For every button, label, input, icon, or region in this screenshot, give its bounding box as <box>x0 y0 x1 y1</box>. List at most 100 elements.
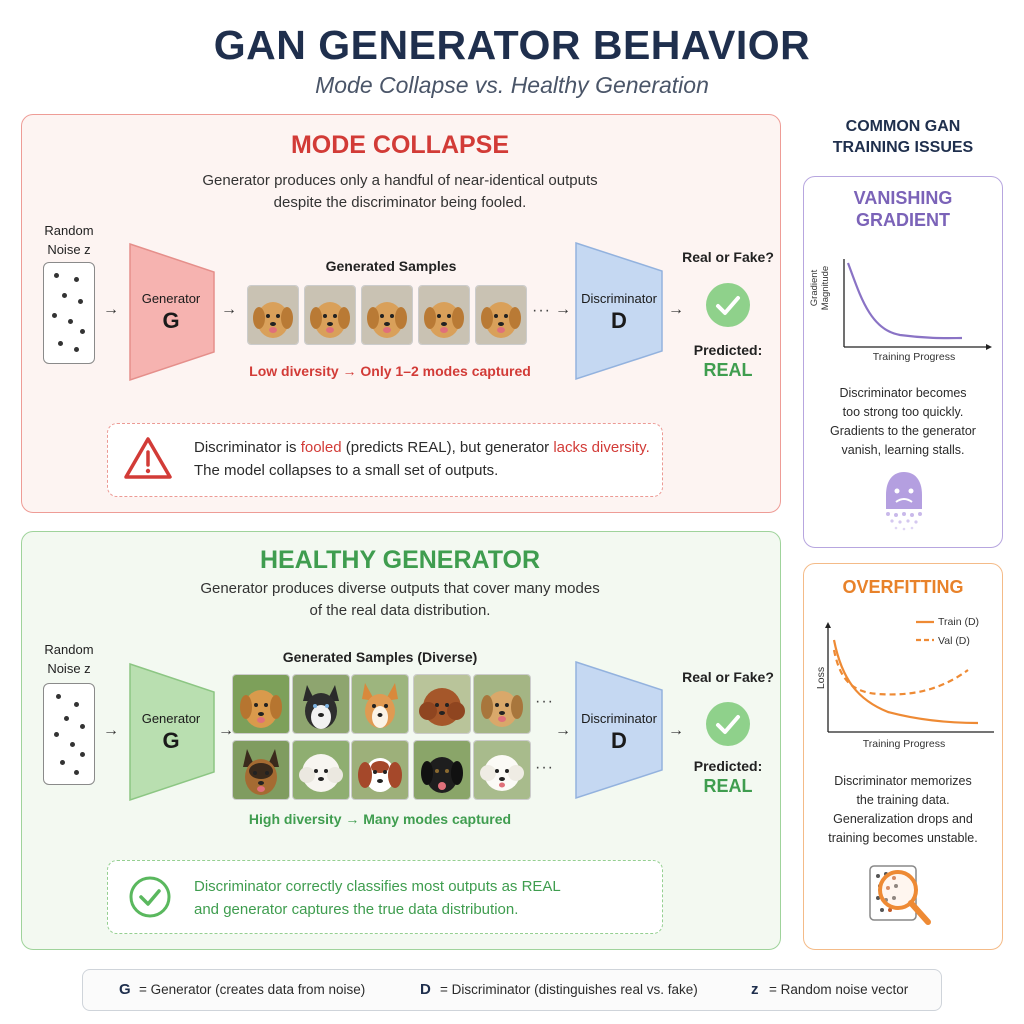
vanishing-desc-line: vanish, learning stalls. <box>841 443 965 457</box>
note-highlight-fooled: fooled <box>300 439 342 456</box>
legend-val: Val (D) <box>938 635 970 647</box>
more-samples-ellipsis: ··· <box>535 693 554 710</box>
mode-collapse-note: Discriminator is fooled (predicts REAL),… <box>107 423 663 497</box>
sample-image <box>292 674 350 734</box>
samples-title: Generated Samples (Diverse) <box>282 649 478 665</box>
sample-image <box>475 285 527 345</box>
note-part: (predicts REAL), but generator <box>341 439 554 456</box>
vanishing-xlabel: Training Progress <box>872 351 956 363</box>
legend-z-symbol: z <box>751 981 759 998</box>
vanishing-title: VANISHING GRADIENT <box>804 187 1002 231</box>
noise-label: Random <box>44 642 94 657</box>
overfitting-chart <box>825 622 994 733</box>
healthy-title: HEALTHY GENERATOR <box>259 546 541 574</box>
note-line-1: Discriminator correctly classifies most … <box>194 878 561 895</box>
noise-label: Random <box>44 223 94 238</box>
legend-g-text: = Generator (creates data from noise) <box>139 982 366 997</box>
warning-icon <box>124 437 172 479</box>
legend-bar: G = Generator (creates data from noise) … <box>82 969 942 1011</box>
real-or-fake-label: Real or Fake? <box>682 249 774 265</box>
real-or-fake-label: Real or Fake? <box>682 669 774 685</box>
vanishing-desc-line: Discriminator becomes <box>839 386 967 400</box>
overfitting-desc-line: Discriminator memorizes <box>834 774 972 788</box>
legend-z-text: = Random noise vector <box>769 982 909 997</box>
discriminator-label: Discriminator <box>581 291 657 306</box>
sample-image <box>351 740 409 800</box>
note-part: Discriminator is <box>194 439 301 456</box>
generator-letter: G <box>162 728 180 753</box>
more-samples-ellipsis: ··· <box>532 302 551 319</box>
sidebar-title-line-2: TRAINING ISSUES <box>832 139 974 156</box>
noise-label-z: Noise z <box>47 242 91 257</box>
noise-vector-box <box>43 262 95 364</box>
arrow-generator-to-samples: → <box>218 722 234 739</box>
healthy-note-text: Discriminator correctly classifies most … <box>194 875 654 921</box>
predicted-label: Predicted: <box>693 342 763 358</box>
legend-d-symbol: D <box>420 981 431 998</box>
page-title: GAN GENERATOR BEHAVIOR <box>213 22 811 68</box>
note-line-2: The model collapses to a small set of ou… <box>194 462 499 479</box>
discriminator-letter: D <box>611 728 627 753</box>
vanishing-desc-line: too strong too quickly. <box>842 405 964 419</box>
check-icon <box>706 283 750 327</box>
overfitting-desc: Discriminator memorizes the training dat… <box>804 772 1002 848</box>
predicted-value: REAL <box>703 776 753 796</box>
overfitting-desc-line: training becomes unstable. <box>828 831 978 845</box>
arrow-discriminator-to-output: → <box>668 722 684 739</box>
healthy-desc-2: of the real data distribution. <box>309 602 491 619</box>
sample-image <box>351 674 409 734</box>
arrow-noise-to-generator: → <box>103 301 119 318</box>
note-line-2: and generator captures the true data dis… <box>194 901 519 918</box>
vanishing-title-line-1: VANISHING <box>853 188 953 208</box>
healthy-note: Discriminator correctly classifies most … <box>107 860 663 934</box>
noise-vector-box <box>43 683 95 785</box>
check-circle-icon <box>129 876 171 918</box>
generator-shape <box>129 242 215 382</box>
discriminator-letter: D <box>611 308 627 333</box>
overfitting-xlabel: Training Progress <box>862 738 946 750</box>
arrow-samples-to-discriminator: → <box>555 301 571 318</box>
overfitting-desc-line: the training data. <box>856 793 950 807</box>
sample-image <box>292 740 350 800</box>
generator-label: Generator <box>141 291 201 306</box>
legend-train: Train (D) <box>938 616 980 628</box>
sample-image <box>413 740 471 800</box>
legend-d-text: = Discriminator (distinguishes real vs. … <box>440 982 698 997</box>
discriminator-label: Discriminator <box>581 711 657 726</box>
discriminator-shape <box>575 660 663 800</box>
sample-image <box>473 674 531 734</box>
sidebar-title: COMMON GAN TRAINING ISSUES <box>803 116 1003 158</box>
discriminator-shape <box>575 241 663 381</box>
sample-image <box>418 285 470 345</box>
diversity-note: High diversity → Many modes captured <box>248 811 512 827</box>
page-subtitle: Mode Collapse vs. Healthy Generation <box>315 72 709 98</box>
legend-g-symbol: G <box>119 981 131 998</box>
noise-label-z: Noise z <box>47 661 91 676</box>
sample-image <box>232 674 290 734</box>
generator-shape <box>129 662 215 802</box>
vanishing-gradient-chart <box>843 259 992 350</box>
check-icon <box>706 702 750 746</box>
mode-collapse-title: MODE COLLAPSE <box>290 131 510 159</box>
predicted-value: REAL <box>703 360 753 380</box>
mode-collapse-note-text: Discriminator is fooled (predicts REAL),… <box>194 436 654 482</box>
vanishing-gradient-card: VANISHING GRADIENT Gradient Magnitude Tr… <box>803 176 1003 548</box>
samples-title: Generated Samples <box>325 258 457 274</box>
mode-collapse-desc-2: despite the discriminator being fooled. <box>273 194 527 211</box>
mode-collapse-desc-1: Generator produces only a handful of nea… <box>202 172 598 189</box>
sample-image <box>473 740 531 800</box>
predicted-label: Predicted: <box>693 758 763 774</box>
sample-image <box>361 285 413 345</box>
vanishing-title-line-2: GRADIENT <box>856 210 950 230</box>
arrow-generator-to-samples: → <box>221 301 237 318</box>
arrow-noise-to-generator: → <box>103 722 119 739</box>
arrow-discriminator-to-output: → <box>668 301 684 318</box>
sample-image <box>413 674 471 734</box>
diversity-note: Low diversity → Only 1–2 modes captured <box>249 363 531 379</box>
arrow-samples-to-discriminator: → <box>555 722 571 739</box>
overfitting-card: OVERFITTING Train (D) Val (D) Loss Train… <box>803 563 1003 950</box>
sad-ghost-icon <box>886 472 922 531</box>
note-highlight-diversity: lacks diversity. <box>553 439 650 456</box>
more-samples-ellipsis: ··· <box>535 759 554 776</box>
vanishing-desc: Discriminator becomes too strong too qui… <box>804 384 1002 460</box>
